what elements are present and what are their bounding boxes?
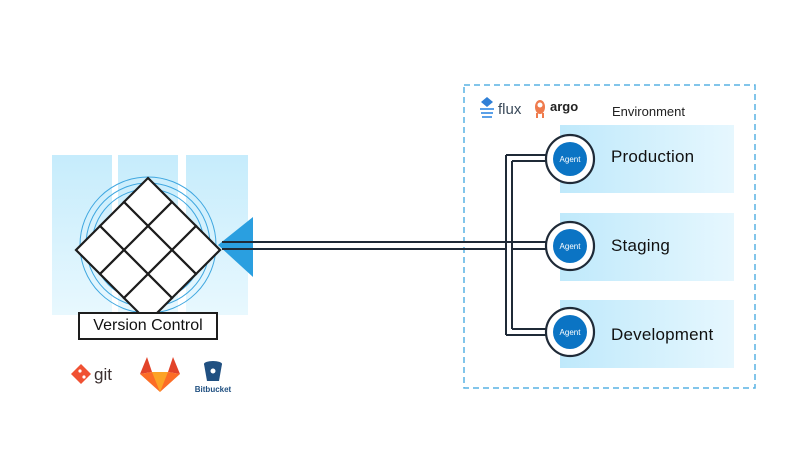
flux-label: flux <box>498 101 522 118</box>
repository-icon <box>74 176 222 324</box>
environment-production-label: Production <box>611 147 695 166</box>
sync-lines <box>222 154 546 336</box>
git-icon <box>71 364 91 384</box>
agent-development-label: Agent <box>560 328 582 337</box>
environment-staging-label: Staging <box>611 236 671 255</box>
bitbucket-label: Bitbucket <box>195 385 232 394</box>
version-control-label: Version Control <box>78 312 218 340</box>
agent-development: Agent <box>544 306 596 358</box>
agent-production-label: Agent <box>560 155 582 164</box>
environment-development-label: Development <box>611 325 714 344</box>
bitbucket-icon <box>204 361 222 381</box>
agent-production: Agent <box>544 133 596 185</box>
agent-staging-label: Agent <box>560 242 582 251</box>
environment-label: Environment <box>612 104 685 119</box>
argo-label: argo <box>550 99 578 114</box>
connector-arrow <box>218 217 253 277</box>
flux-icon <box>480 97 494 118</box>
git-label: git <box>94 365 112 384</box>
argo-icon <box>535 100 545 118</box>
agent-staging: Agent <box>544 220 596 272</box>
environment-container <box>463 84 756 389</box>
gitlab-icon <box>140 357 180 392</box>
